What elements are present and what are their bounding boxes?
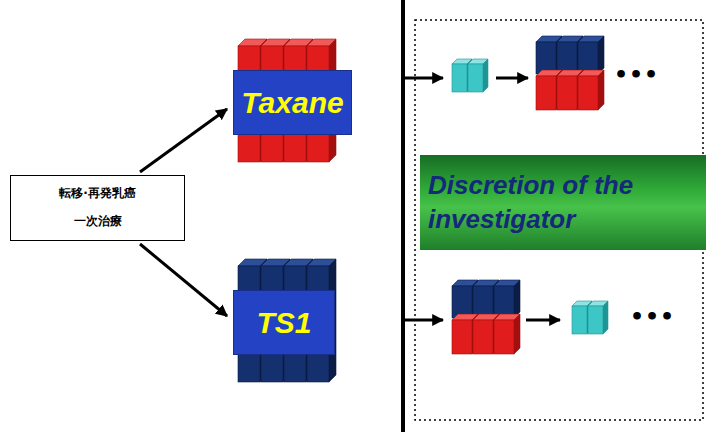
node-text: Taxane: [241, 86, 343, 120]
flow-arrow: [405, 319, 443, 322]
drug-box: TS1: [233, 290, 335, 355]
block-icon: [588, 301, 608, 334]
continuation-dots: •••: [630, 304, 675, 329]
flow-connector: [140, 109, 227, 172]
flow-arrow: [405, 77, 443, 80]
block-icon: [578, 36, 604, 74]
block-icon: [494, 314, 520, 354]
node-text: Discretion of the investigator: [428, 169, 698, 237]
continuation-dots: •••: [614, 62, 659, 87]
flow-arrow: [526, 319, 560, 322]
block-icon: [494, 280, 520, 318]
node-text: TS1: [256, 306, 311, 340]
block-icon: [468, 59, 488, 92]
drug-box: Taxane: [233, 70, 352, 135]
note-box: Discretion of the investigator: [420, 155, 706, 250]
flow-arrow: [496, 77, 528, 80]
start-box: 転移·再発乳癌 一次治療: [10, 175, 185, 241]
block-icon: [578, 70, 604, 110]
divider-line: [401, 0, 405, 432]
node-text: 転移·再発乳癌 一次治療: [48, 180, 148, 235]
flow-connector: [140, 244, 227, 316]
